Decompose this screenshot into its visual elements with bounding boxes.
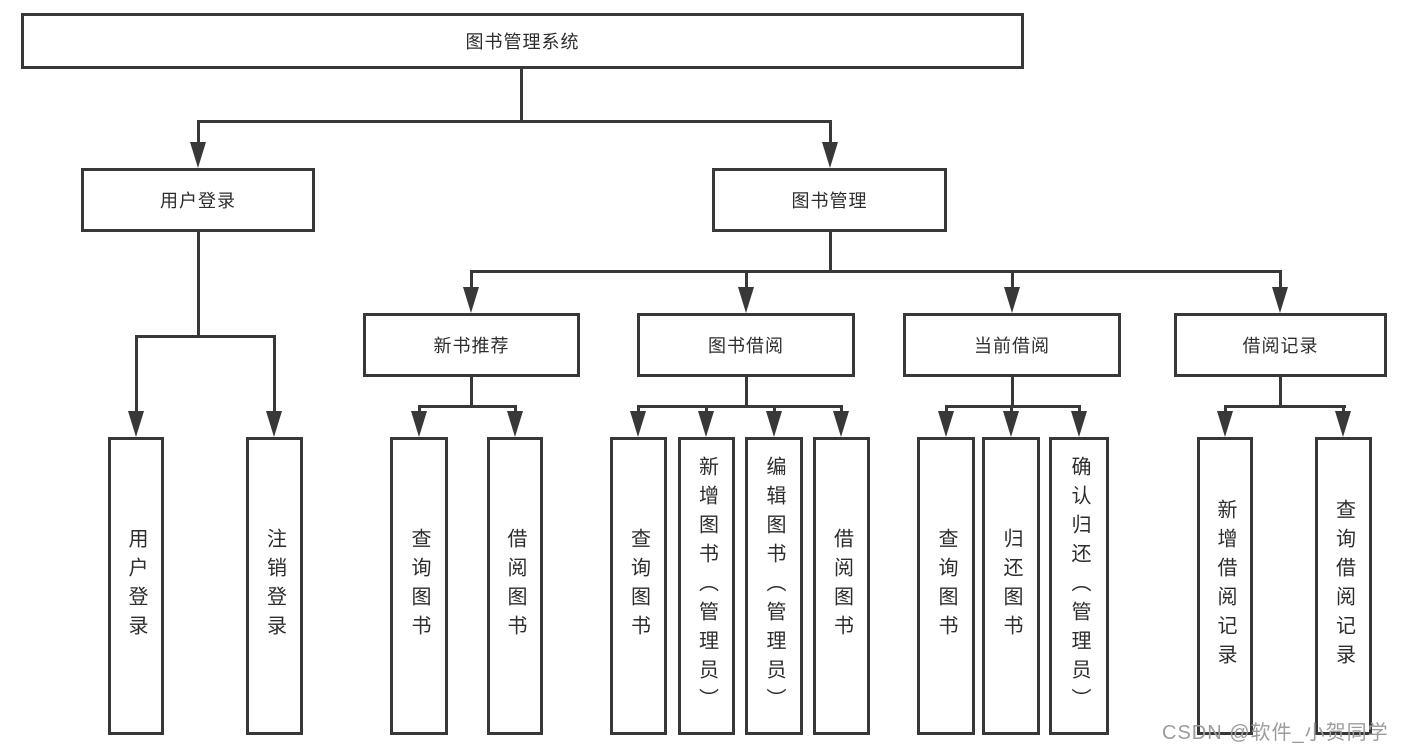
leaf-label-bb-edit-books-admin: 编辑图书（管理员） bbox=[763, 455, 785, 717]
connector-drop-user-login bbox=[196, 120, 200, 146]
connector-book-borrow-stub bbox=[744, 377, 748, 408]
leaf-label-user-login: 用户登录 bbox=[125, 528, 147, 644]
connector-drop-nb-borrow bbox=[513, 405, 517, 415]
connector-drop-borrow-records bbox=[1279, 270, 1282, 291]
arrow-down-br-query-icon bbox=[1335, 411, 1351, 437]
arrow-down-bb-borrow-icon bbox=[833, 411, 849, 437]
connector-drop-cb-confirm bbox=[1077, 405, 1081, 415]
connector-drop-current-borrow bbox=[1010, 270, 1014, 291]
leaf-label-logout: 注销登录 bbox=[263, 528, 286, 644]
node-borrow-records: 借阅记录 bbox=[1174, 313, 1387, 377]
connector-current-borrow-splitter bbox=[944, 405, 1081, 408]
connector-drop-nb-query bbox=[417, 405, 421, 415]
node-book-management: 图书管理 bbox=[712, 168, 947, 232]
connector-drop-logout-leaf bbox=[272, 335, 276, 415]
connector-drop-br-query bbox=[1342, 405, 1345, 415]
leaf-bb-add-books-admin: 新增图书（管理员） bbox=[678, 437, 735, 735]
leaf-label-cb-return-books: 归还图书 bbox=[1000, 528, 1022, 644]
arrow-down-nb-query-icon bbox=[411, 411, 427, 437]
leaf-label-nb-query-books: 查询图书 bbox=[408, 528, 430, 644]
connector-user-login-splitter bbox=[134, 335, 276, 338]
connector-drop-new-book bbox=[470, 270, 473, 291]
node-user-login: 用户登录 bbox=[81, 168, 315, 232]
node-label-borrow-records: 借阅记录 bbox=[1242, 336, 1319, 356]
arrow-down-user-login-icon bbox=[190, 142, 206, 168]
leaf-bb-edit-books-admin: 编辑图书（管理员） bbox=[745, 437, 803, 735]
node-label-root: 图书管理系统 bbox=[465, 32, 580, 52]
leaf-nb-query-books: 查询图书 bbox=[390, 437, 448, 735]
connector-current-borrow-stub bbox=[1010, 377, 1014, 408]
connector-drop-br-add bbox=[1223, 405, 1227, 415]
connector-new-book-stub bbox=[470, 377, 473, 408]
leaf-logout: 注销登录 bbox=[246, 437, 303, 735]
node-label-user-login: 用户登录 bbox=[160, 191, 236, 211]
node-current-borrow: 当前借阅 bbox=[903, 313, 1121, 377]
arrow-down-cb-return-icon bbox=[1003, 411, 1019, 437]
leaf-label-br-query-record: 查询借阅记录 bbox=[1332, 499, 1355, 673]
connector-new-book-splitter bbox=[417, 405, 517, 408]
arrow-down-borrow-records-icon bbox=[1272, 287, 1288, 313]
connector-drop-bb-borrow bbox=[840, 405, 843, 415]
leaf-label-bb-add-books-admin: 新增图书（管理员） bbox=[695, 455, 718, 717]
connector-drop-cb-query bbox=[944, 405, 948, 415]
leaf-br-add-record: 新增借阅记录 bbox=[1197, 437, 1253, 735]
connector-book-borrow-splitter bbox=[637, 405, 843, 408]
arrow-down-br-add-icon bbox=[1217, 411, 1233, 437]
leaf-cb-confirm-return-admin: 确认归还（管理员） bbox=[1049, 437, 1109, 735]
node-book-borrow: 图书借阅 bbox=[637, 313, 855, 377]
connector-drop-book-borrow bbox=[744, 270, 748, 291]
leaf-label-nb-borrow-books: 借阅图书 bbox=[504, 528, 526, 644]
connector-root-stub bbox=[519, 68, 523, 120]
connector-drop-cb-return bbox=[1009, 405, 1013, 415]
connector-book-management-stub bbox=[828, 232, 832, 273]
arrow-down-new-book-icon bbox=[463, 287, 479, 313]
arrow-down-current-borrow-icon bbox=[1004, 287, 1020, 313]
node-label-book-management: 图书管理 bbox=[791, 191, 868, 211]
arrow-down-book-borrow-icon bbox=[738, 287, 754, 313]
arrow-down-logout-leaf-icon bbox=[266, 411, 282, 437]
arrow-down-cb-confirm-icon bbox=[1071, 411, 1087, 437]
arrow-down-book-management-icon bbox=[822, 142, 838, 168]
connector-level2-splitter bbox=[196, 120, 832, 123]
connector-drop-bb-add bbox=[705, 405, 708, 415]
leaf-br-query-record: 查询借阅记录 bbox=[1315, 437, 1372, 735]
leaf-nb-borrow-books: 借阅图书 bbox=[487, 437, 543, 735]
node-label-current-borrow: 当前借阅 bbox=[974, 336, 1050, 356]
leaf-cb-return-books: 归还图书 bbox=[982, 437, 1040, 735]
node-new-book-recommend: 新书推荐 bbox=[363, 313, 580, 377]
arrow-down-cb-query-icon bbox=[938, 411, 954, 437]
leaf-user-login: 用户登录 bbox=[108, 437, 164, 735]
leaf-label-cb-confirm-return-admin: 确认归还（管理员） bbox=[1068, 455, 1090, 717]
node-label-new-book-recommend: 新书推荐 bbox=[433, 336, 510, 356]
connector-borrow-records-stub bbox=[1279, 377, 1282, 408]
leaf-bb-borrow-books: 借阅图书 bbox=[813, 437, 870, 735]
leaf-label-bb-borrow-books: 借阅图书 bbox=[830, 528, 853, 644]
connector-level3-splitter bbox=[470, 270, 1282, 273]
connector-borrow-records-splitter bbox=[1223, 405, 1346, 408]
leaf-label-cb-query-books: 查询图书 bbox=[935, 528, 957, 644]
node-library-management-system: 图书管理系统 bbox=[21, 13, 1024, 69]
csdn-watermark: CSDN @软件_小贺同学 bbox=[1162, 722, 1389, 744]
connector-drop-book-management bbox=[828, 120, 832, 146]
arrow-down-bb-edit-icon bbox=[766, 411, 782, 437]
leaf-cb-query-books: 查询图书 bbox=[917, 437, 975, 735]
arrow-down-bb-add-icon bbox=[698, 411, 714, 437]
leaf-label-br-add-record: 新增借阅记录 bbox=[1214, 499, 1236, 673]
node-label-book-borrow: 图书借阅 bbox=[708, 336, 784, 356]
connector-drop-bb-query bbox=[637, 405, 640, 415]
leaf-label-bb-query-books: 查询图书 bbox=[627, 528, 650, 644]
connector-drop-bb-edit bbox=[772, 405, 776, 415]
leaf-bb-query-books: 查询图书 bbox=[610, 437, 667, 735]
arrow-down-nb-borrow-icon bbox=[507, 411, 523, 437]
connector-drop-login-leaf bbox=[134, 335, 138, 415]
connector-user-login-stub bbox=[196, 232, 200, 338]
arrow-down-bb-query-icon bbox=[630, 411, 646, 437]
arrow-down-login-leaf-icon bbox=[128, 411, 144, 437]
